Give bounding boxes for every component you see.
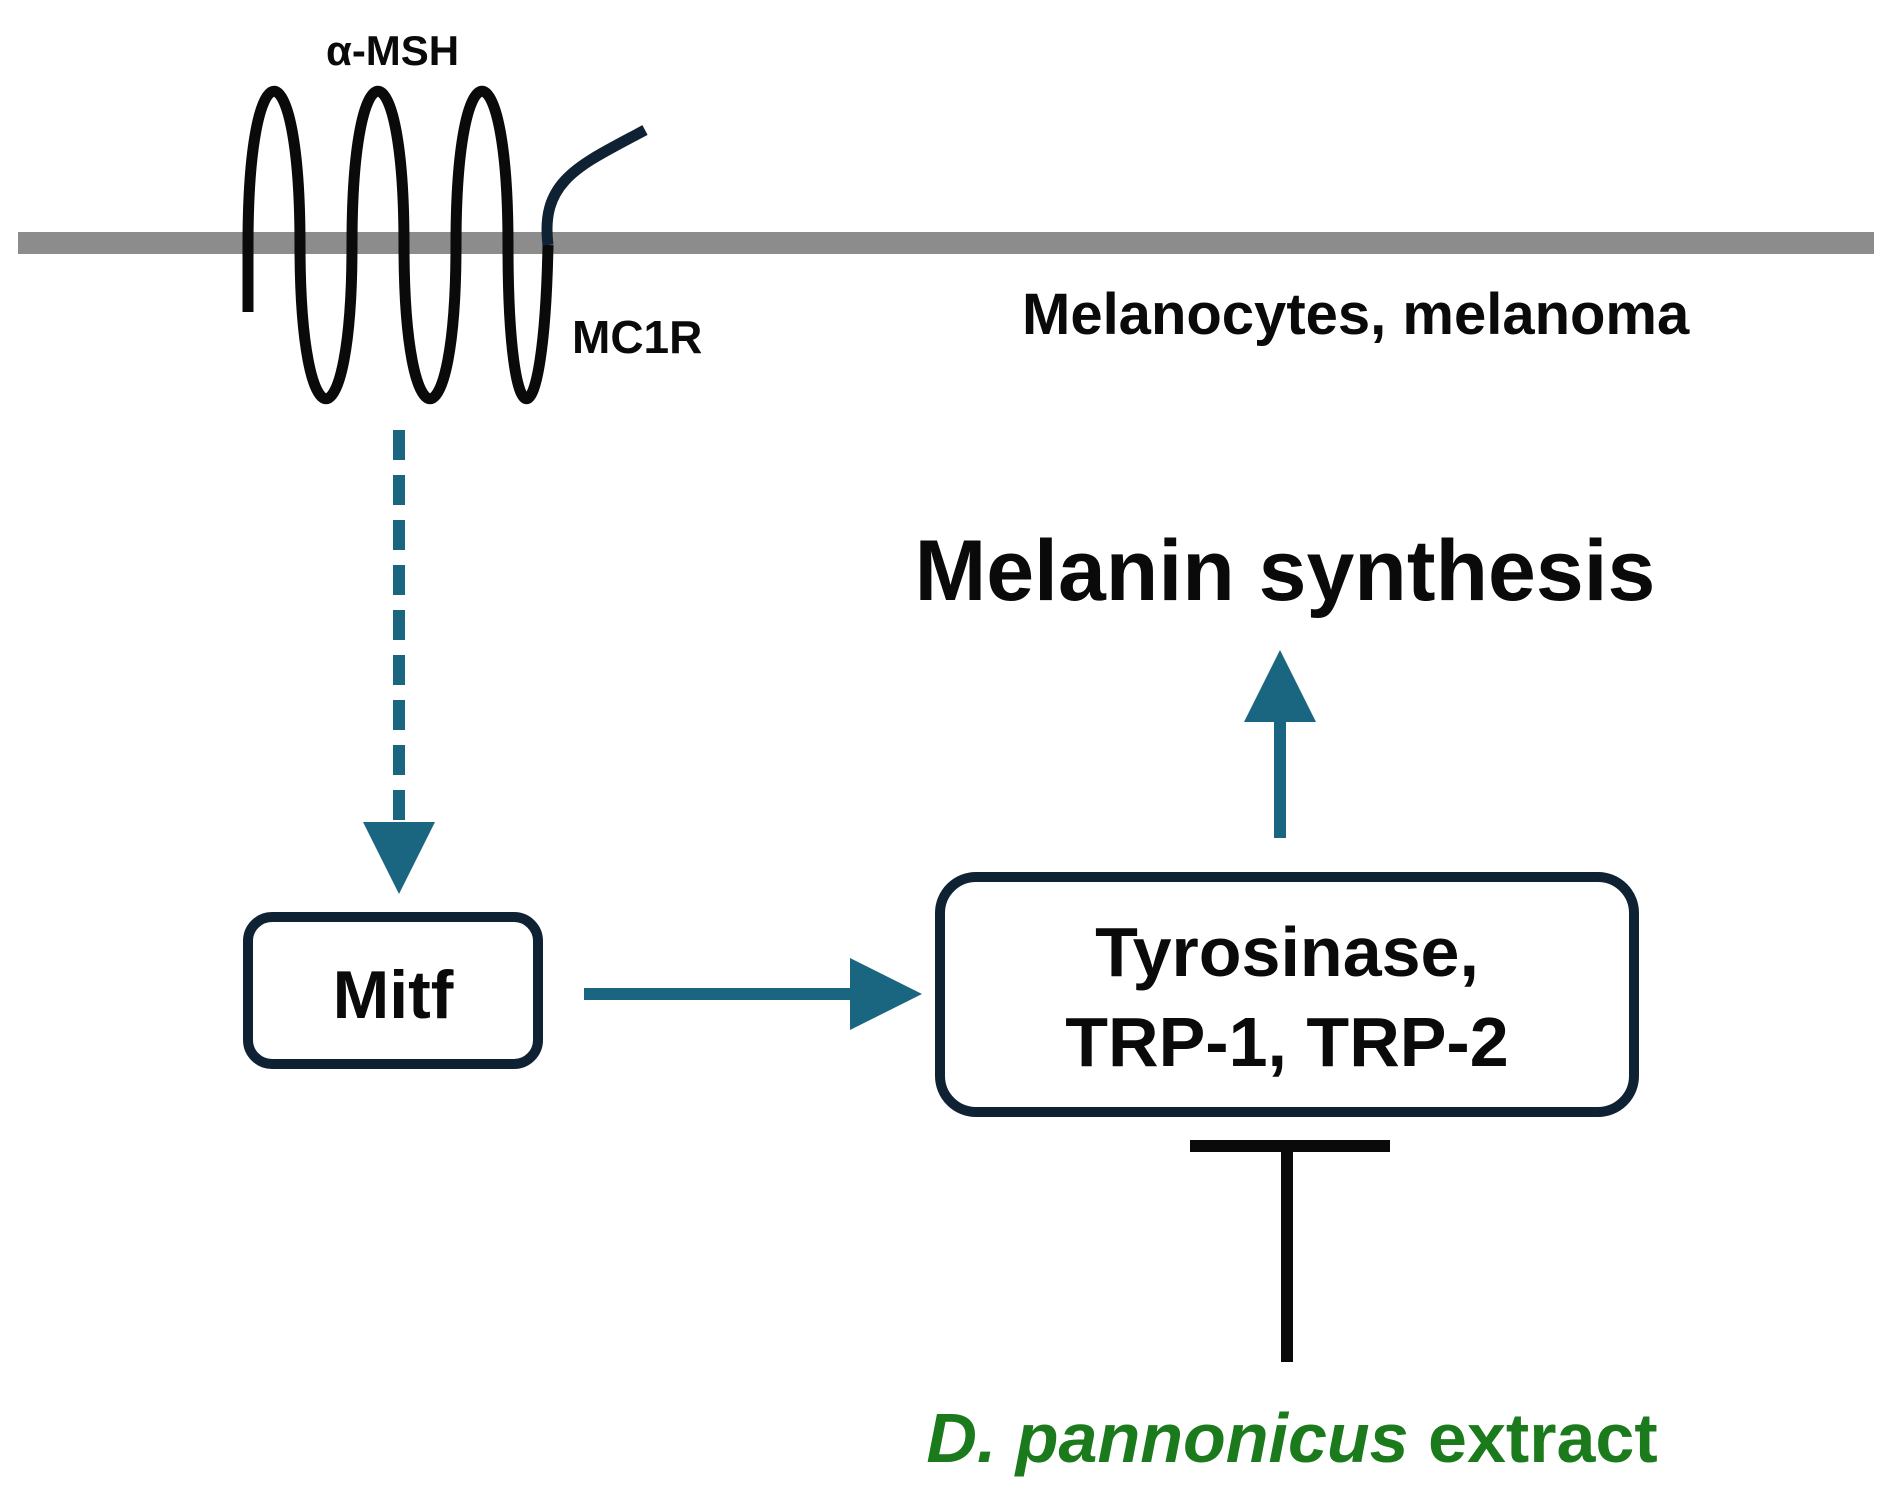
receptor-label: MC1R bbox=[572, 311, 702, 363]
inhibitor-label: D. pannonicus extract bbox=[926, 1399, 1657, 1477]
mitf-box bbox=[243, 912, 543, 1069]
melanin-synthesis-label: Melanin synthesis bbox=[915, 523, 1656, 619]
enzymes-label-line1: Tyrosinase, bbox=[1095, 913, 1479, 991]
mitf-label: Mitf bbox=[333, 957, 454, 1033]
mc1r-receptor-helices bbox=[242, 85, 554, 405]
inhibitor-suffix: extract bbox=[1409, 1399, 1658, 1477]
enzymes-label-line2: TRP-1, TRP-2 bbox=[1065, 1003, 1508, 1081]
ligand-label: α-MSH bbox=[326, 27, 459, 74]
inhibitor-species-name: D. pannonicus bbox=[926, 1399, 1408, 1477]
mc1r-receptor-tail bbox=[541, 125, 648, 246]
cell-type-label: Melanocytes, melanoma bbox=[1022, 282, 1690, 347]
enzymes-box bbox=[935, 872, 1639, 1117]
